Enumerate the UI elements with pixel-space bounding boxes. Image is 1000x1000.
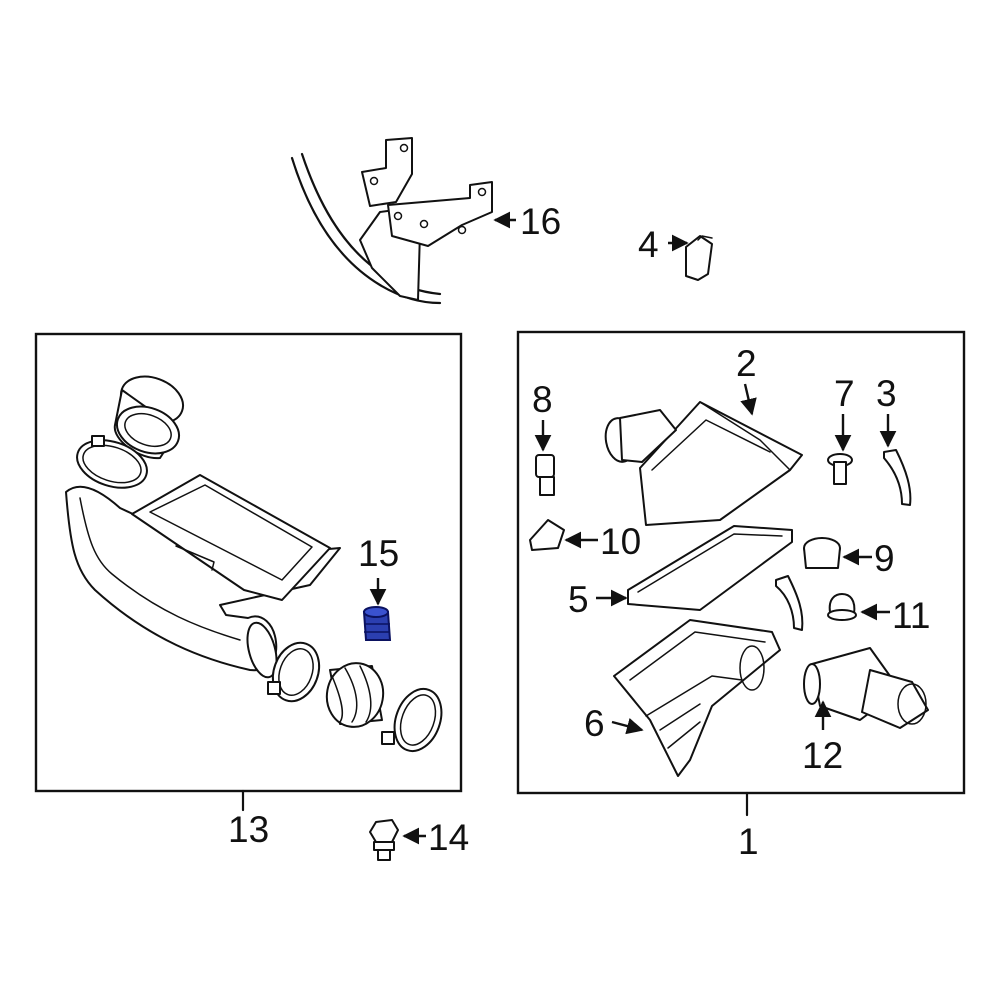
intake-duct[interactable] (65, 474, 341, 680)
callout-15: 15 (358, 533, 399, 574)
hose-clamp-lower-left[interactable] (265, 636, 327, 707)
outlet-duct-12[interactable] (803, 647, 929, 729)
highlighted-grommet-15[interactable] (362, 606, 392, 641)
callout-5: 5 (568, 579, 589, 620)
air-cleaner-upper-cover[interactable] (602, 401, 803, 526)
callout-14: 14 (428, 817, 469, 858)
callout-10: 10 (600, 521, 641, 562)
callout-2: 2 (736, 343, 757, 384)
hose-clamp-upper[interactable] (71, 432, 153, 496)
hose-clamp-lower-right[interactable] (381, 682, 450, 757)
duct-coupler-upper[interactable] (110, 368, 189, 461)
air-cleaner-lower-case[interactable] (613, 619, 781, 777)
grommet-nut-9[interactable] (803, 537, 841, 569)
mount-insulator-10[interactable] (529, 519, 565, 551)
callout-9: 9 (874, 538, 895, 579)
callout-1: 1 (738, 821, 759, 862)
duct-coupler-lower[interactable] (322, 659, 388, 732)
callout-13: 13 (228, 809, 269, 850)
callout-6: 6 (584, 703, 605, 744)
callout-4: 4 (638, 224, 659, 265)
push-pin-7[interactable] (827, 453, 853, 485)
callout-8: 8 (532, 379, 553, 420)
retaining-clip[interactable] (775, 575, 804, 631)
air-filter-element[interactable] (627, 525, 793, 611)
mounting-bolt[interactable] (369, 819, 399, 861)
air-cleaner-assembly-box (516, 330, 966, 795)
callout-16: 16 (520, 201, 561, 242)
air-sensor[interactable] (685, 235, 713, 281)
retaining-clip-3[interactable] (883, 449, 912, 506)
intake-duct-assembly-box (34, 332, 463, 793)
connector-fitting-8[interactable] (535, 454, 555, 496)
mounting-bracket[interactable] (290, 137, 493, 305)
callout-3: 3 (876, 373, 897, 414)
callout-12: 12 (802, 735, 843, 776)
clip-11[interactable] (827, 593, 857, 621)
callout-7: 7 (834, 373, 855, 414)
callout-11: 11 (892, 595, 930, 636)
